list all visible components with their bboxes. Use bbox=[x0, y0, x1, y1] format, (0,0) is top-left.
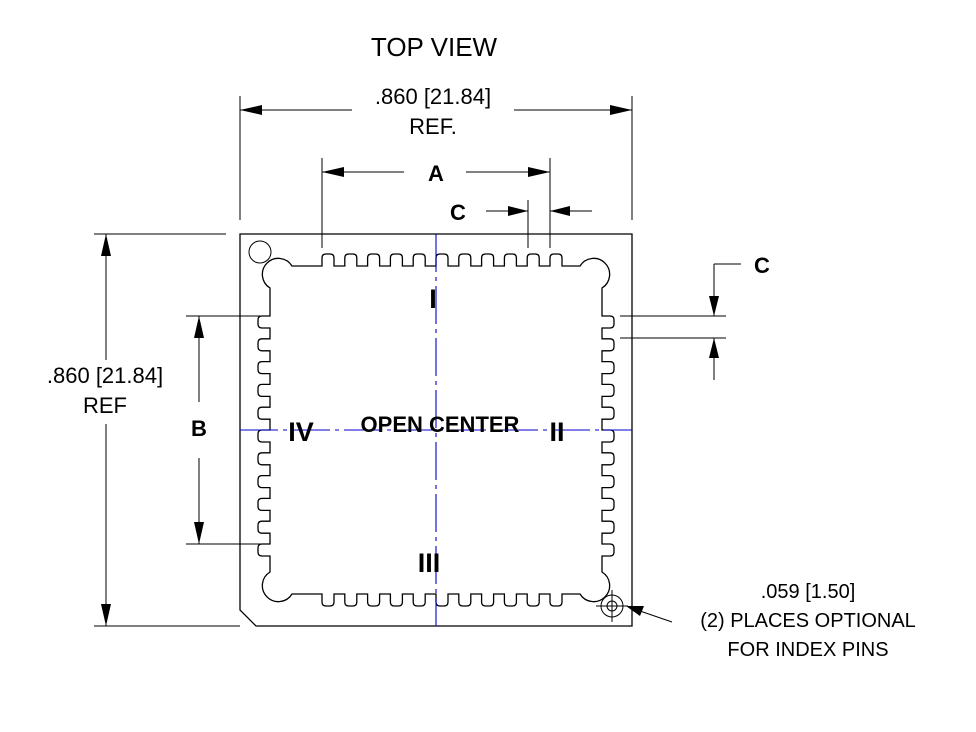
package-outline bbox=[239, 233, 633, 627]
index-pin-note-line2: (2) PLACES OPTIONAL bbox=[700, 610, 916, 632]
quadrant-label-right: II bbox=[549, 417, 564, 447]
index-pin-note-line1: .059 [1.50] bbox=[761, 581, 856, 603]
dimension-c-top bbox=[486, 200, 592, 248]
quadrant-label-top: I bbox=[429, 284, 437, 314]
center-label: OPEN CENTER bbox=[361, 412, 520, 437]
index-pin-note-line3: FOR INDEX PINS bbox=[727, 639, 888, 661]
dimension-c-top-label: C bbox=[450, 200, 466, 225]
quadrant-label-left: IV bbox=[288, 417, 314, 447]
title: TOP VIEW bbox=[371, 32, 498, 62]
index-pin-leader bbox=[626, 606, 673, 623]
quadrant-label-bottom: III bbox=[418, 548, 441, 578]
cavity-outline bbox=[257, 253, 615, 607]
overall-height-ref: REF bbox=[83, 393, 127, 418]
dimension-a-label: A bbox=[428, 161, 444, 186]
overall-width-value: .860 [21.84] bbox=[375, 84, 491, 109]
dimension-c-right-label: C bbox=[754, 253, 770, 278]
overall-width-ref: REF. bbox=[409, 114, 457, 139]
index-pin-symbol bbox=[596, 590, 628, 622]
overall-height-value: .860 [21.84] bbox=[47, 363, 163, 388]
dimension-c-right bbox=[620, 263, 741, 380]
dimension-b-label: B bbox=[191, 416, 207, 441]
overall-height-dimension bbox=[94, 233, 240, 627]
index-circle bbox=[248, 240, 272, 264]
dimension-b bbox=[186, 315, 262, 545]
overall-width-dimension bbox=[239, 96, 633, 220]
